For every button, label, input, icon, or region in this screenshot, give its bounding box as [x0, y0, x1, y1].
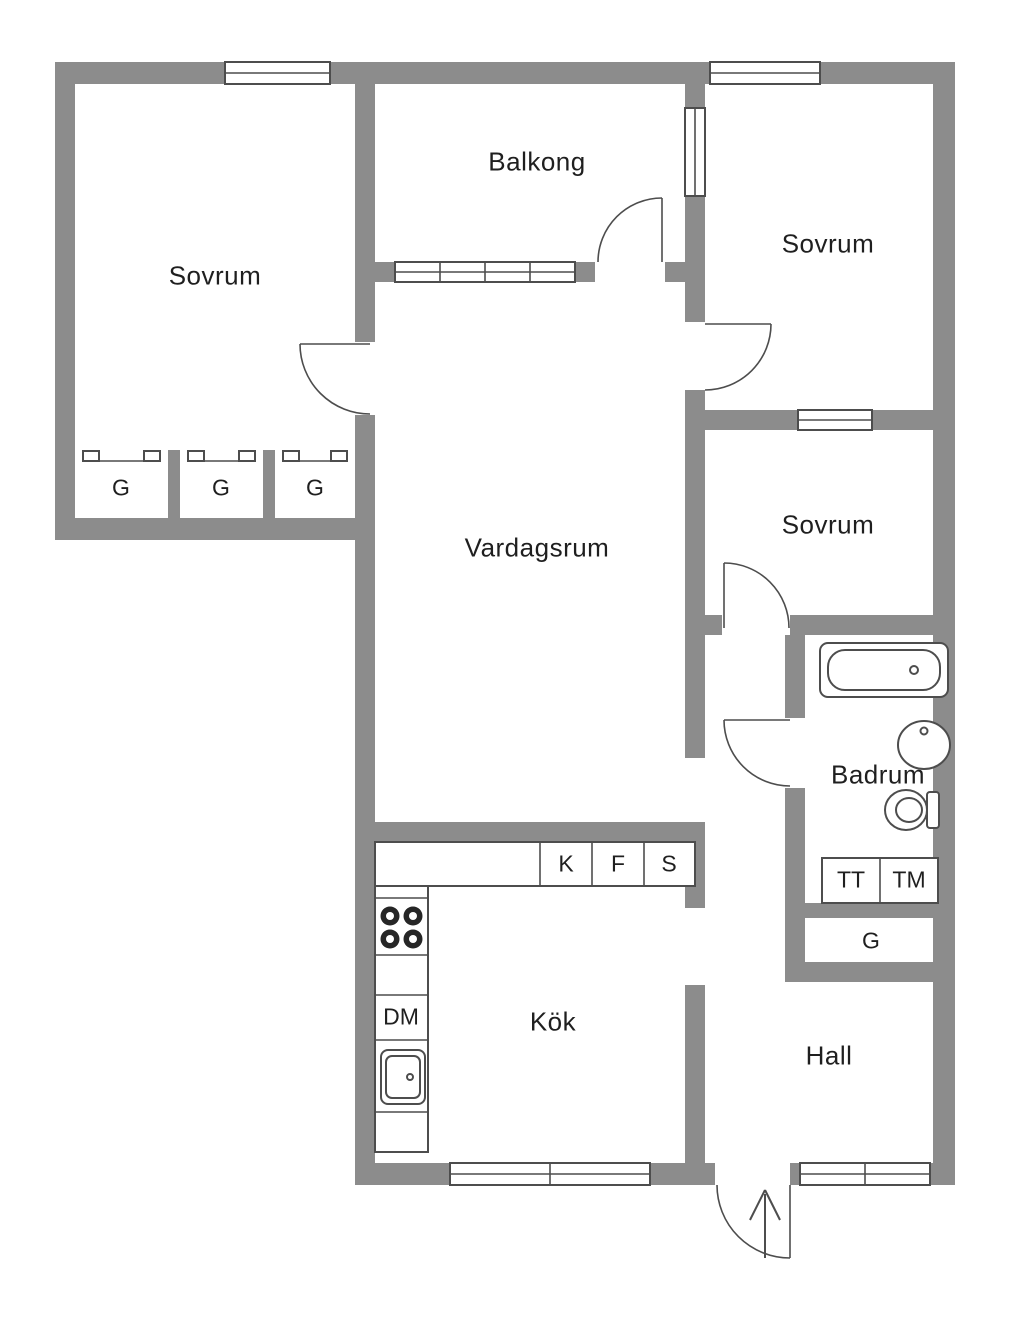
wall-center-vertical-2 — [685, 390, 705, 635]
door-arc — [723, 562, 790, 629]
closet-door-panel — [238, 450, 256, 462]
closet-door-panel — [330, 450, 348, 462]
kitchen-sink-drain — [406, 1073, 414, 1081]
windows — [224, 61, 931, 1186]
stove-burner-center — [409, 935, 417, 943]
wall-mid-left-lower — [355, 415, 375, 1185]
room-label-bathroom: Badrum — [830, 759, 926, 790]
kitchen-fittings — [374, 841, 696, 1153]
closet-label: G — [112, 474, 130, 501]
room-label-kitchen: Kök — [529, 1006, 577, 1037]
wall-bathroom-left-upper — [785, 635, 805, 718]
wall-kitchen-hall — [685, 985, 705, 1185]
stove — [380, 906, 423, 949]
appliance-label-dishwasher: DM — [383, 1003, 419, 1030]
wall-living-kitchen — [355, 822, 705, 842]
room-label-bedroom3: Sovrum — [781, 509, 875, 540]
closet-label: G — [212, 474, 230, 501]
door-arc — [723, 719, 791, 787]
wall-closet-divider-2 — [263, 450, 275, 518]
room-label-bedroom1: Sovrum — [168, 260, 262, 291]
appliance-label-freezer: F — [610, 850, 626, 877]
appliance-label-fridge: K — [558, 850, 574, 877]
wall-bedroom3-bottom-right — [790, 615, 955, 635]
wall-bedroom3-bottom-left — [685, 615, 722, 635]
wall-closet-bottom — [55, 518, 375, 540]
toilet-tank — [926, 791, 940, 829]
wall-bathroom-bottom — [785, 903, 955, 918]
toilet-seat — [895, 797, 923, 823]
closet-label: G — [306, 474, 324, 501]
closet-door-panel — [82, 450, 100, 462]
room-label-living-room: Vardagsrum — [464, 532, 610, 563]
room-label-hall: Hall — [805, 1040, 853, 1071]
room-label-balcony: Balkong — [488, 146, 586, 177]
appliance-label-washing-machine: TM — [892, 866, 926, 893]
door-arc — [299, 343, 371, 415]
closet-door-panel — [143, 450, 161, 462]
stove-burner-center — [386, 912, 394, 920]
doors — [299, 197, 791, 1259]
closet-doors — [82, 450, 348, 462]
wall-center-vertical-3 — [685, 635, 705, 758]
closet-door-panel — [282, 450, 300, 462]
closet-label: G — [862, 927, 880, 954]
appliance-label-dryer: TT — [836, 866, 866, 893]
wall-bathroom-left-lower — [785, 788, 805, 982]
entrance-arrow-head — [749, 1189, 766, 1221]
door-arc — [597, 197, 663, 263]
wall-hall-closet-bottom — [785, 962, 955, 982]
stove-burner-center — [386, 935, 394, 943]
stove-burner-center — [409, 912, 417, 920]
door-arc — [704, 323, 772, 391]
room-label-bedroom2: Sovrum — [781, 228, 875, 259]
washbasin — [897, 720, 951, 770]
kitchen-counter-left — [374, 885, 429, 1153]
appliance-label-pantry: S — [661, 850, 677, 877]
kitchen-counter-top — [374, 841, 696, 887]
wall-left-upper — [55, 62, 75, 540]
entrance-door-arc — [716, 1184, 791, 1259]
bathtub-basin — [827, 649, 941, 691]
bathroom-fixtures — [819, 642, 951, 831]
entrance-arrow — [749, 1189, 781, 1258]
washbasin-faucet — [919, 726, 929, 736]
laundry-units — [821, 857, 939, 904]
kitchen-sink — [380, 1049, 426, 1105]
closet-door-panel — [187, 450, 205, 462]
wall-mid-left-upper — [355, 62, 375, 342]
bathtub-drain — [909, 665, 919, 675]
entrance-arrow-head — [764, 1189, 781, 1221]
wall-closet-divider-1 — [168, 450, 180, 518]
kitchen-sink-basin — [385, 1055, 421, 1099]
